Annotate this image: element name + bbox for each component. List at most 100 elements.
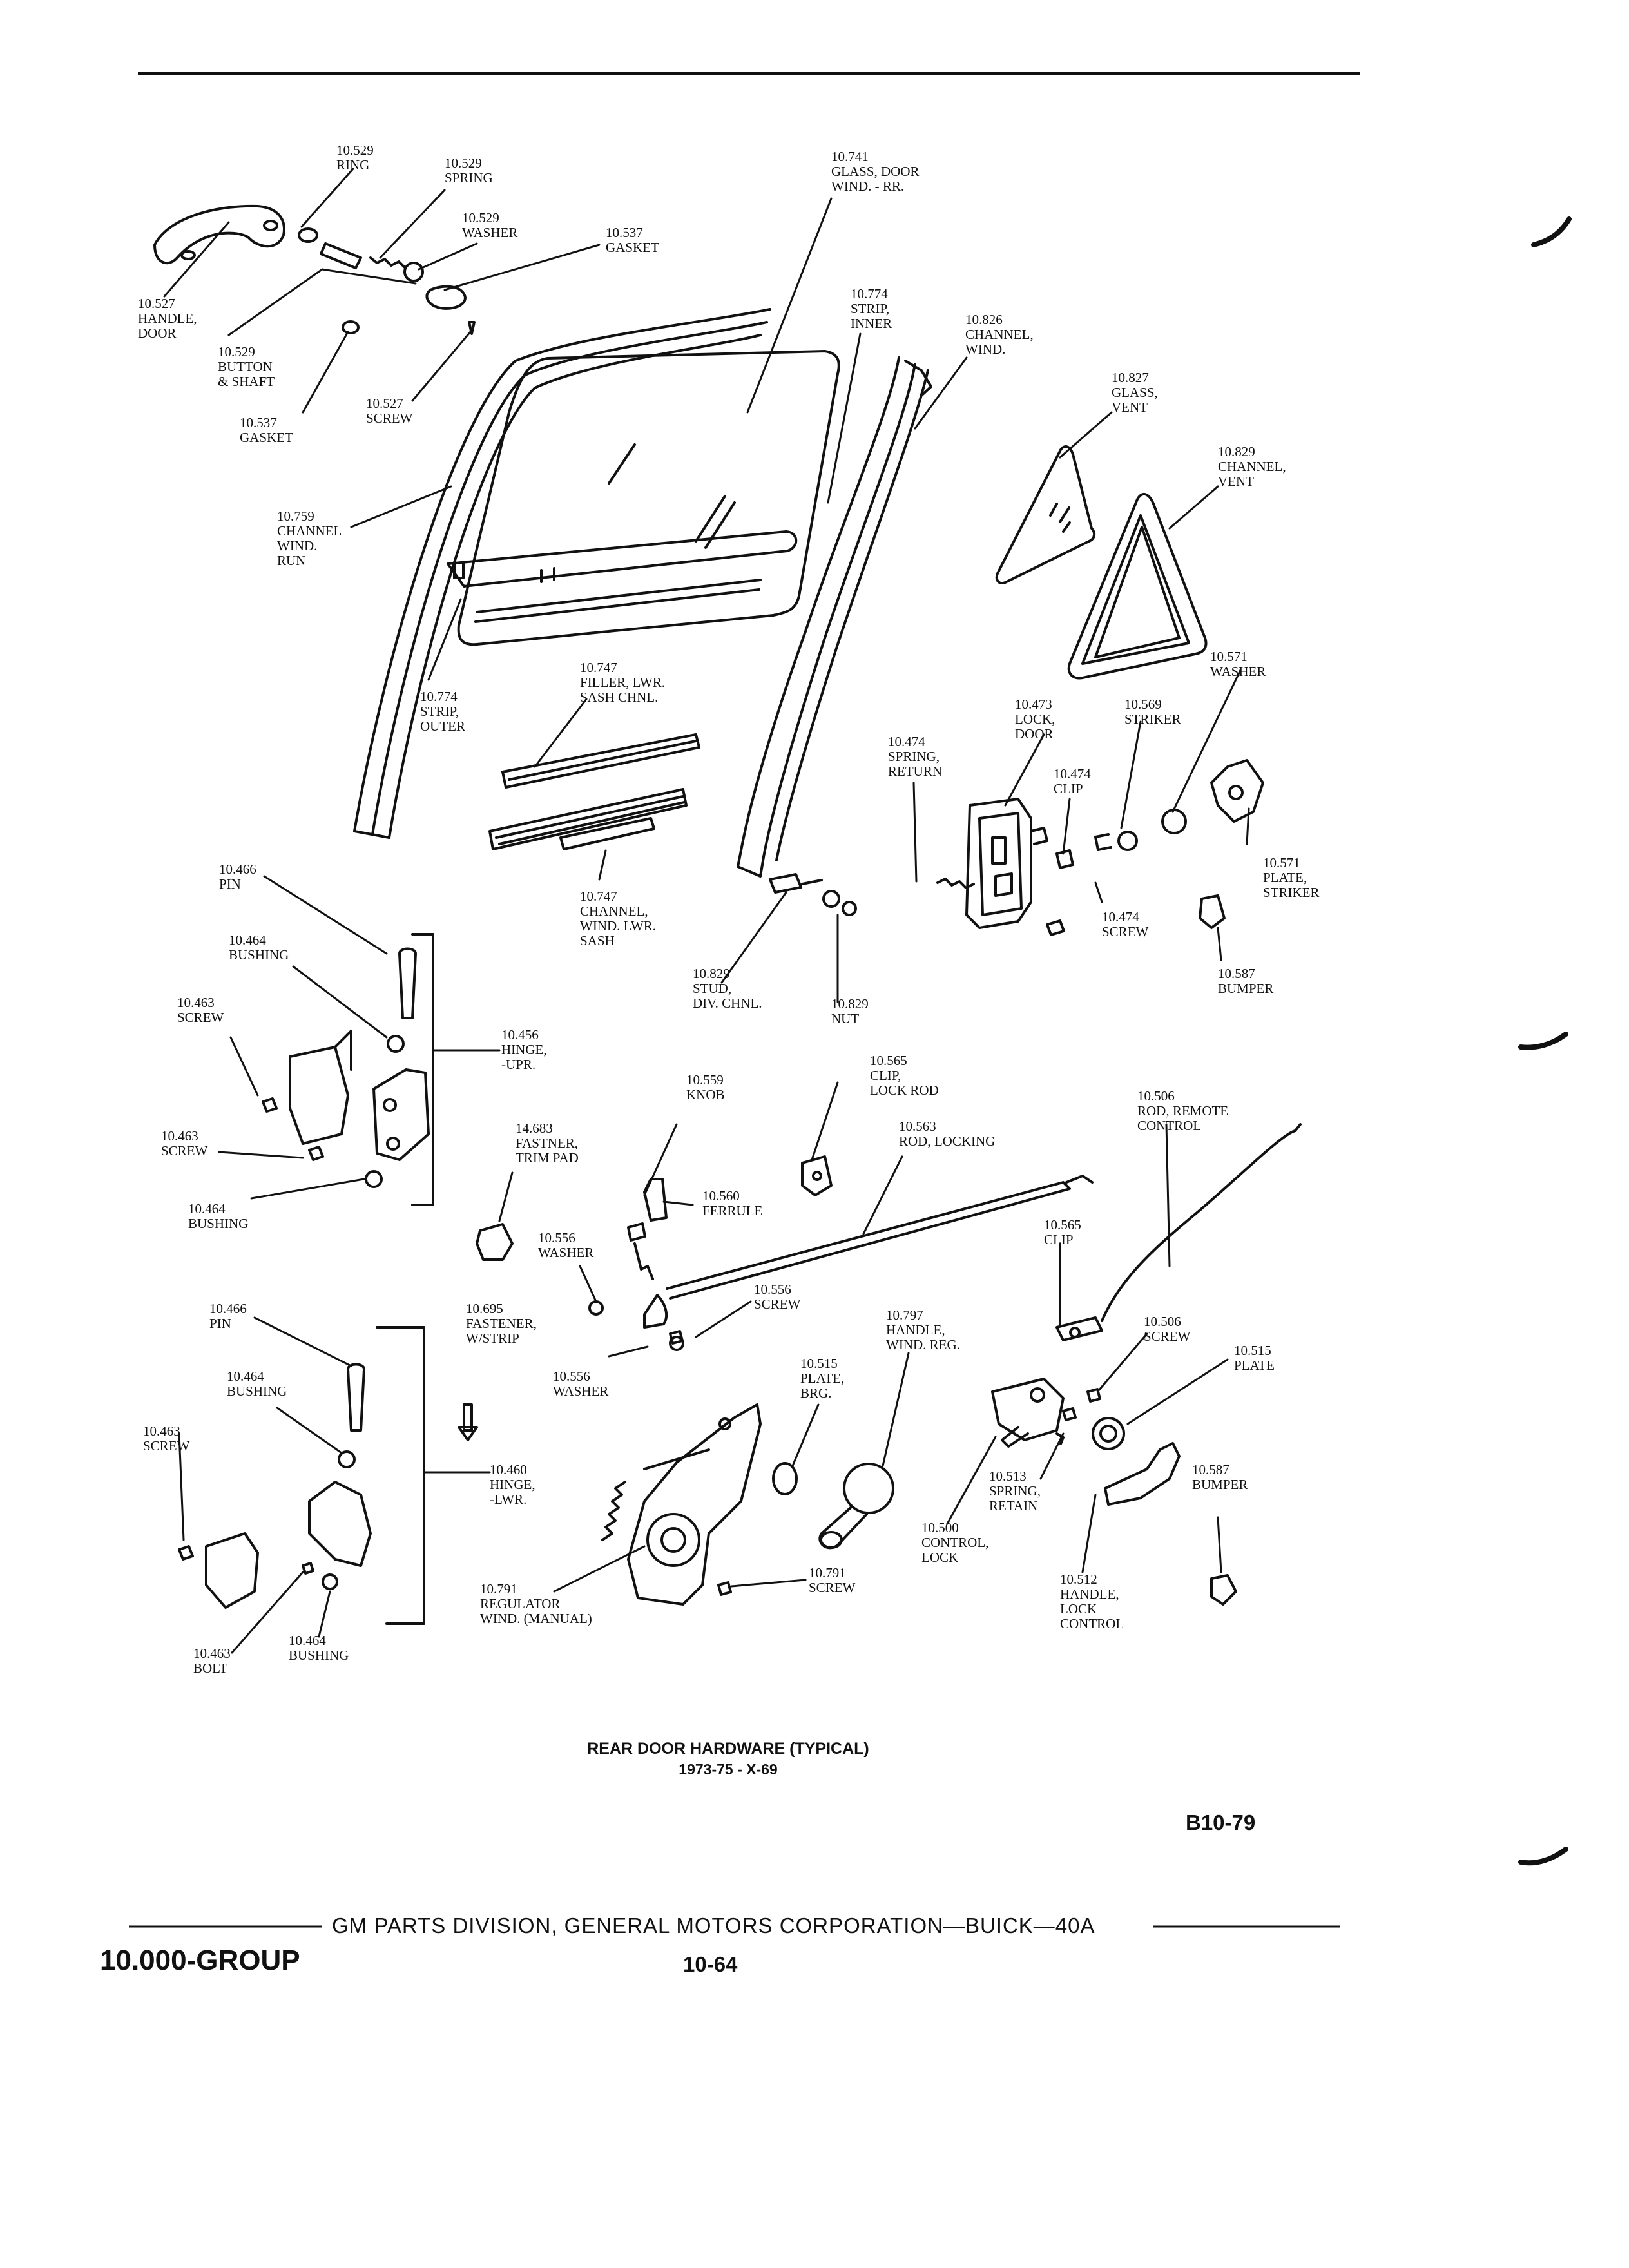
part-number: 10.774: [420, 689, 458, 704]
window-regulator-drawing: [601, 1403, 762, 1606]
part-number: 10.829: [1218, 444, 1255, 459]
part-description: W/STRIP: [466, 1331, 519, 1346]
part-number: 10.569: [1124, 697, 1162, 712]
part-description: LOCK: [1060, 1601, 1097, 1617]
part-description: WIND. (MANUAL): [480, 1611, 592, 1626]
division-channel-drawing: [737, 356, 932, 878]
striker-drawing: [1094, 831, 1138, 851]
figure-code: B10-79: [1186, 1811, 1256, 1834]
edge-mark: [1518, 1847, 1568, 1866]
part-number: 10.529: [336, 142, 374, 158]
part-number: 14.683: [516, 1120, 553, 1136]
part-number: 10.556: [553, 1369, 590, 1384]
bearing-plate-drawing: [772, 1462, 798, 1495]
part-description: DOOR: [138, 325, 177, 341]
part-description: WIND. REG.: [886, 1337, 960, 1352]
footer-group: 10.000-GROUP: [100, 1945, 300, 1976]
lock-control-screw-drawing: [1086, 1388, 1101, 1403]
part-description: LOCK,: [1015, 711, 1055, 727]
part-description: RING: [336, 157, 370, 173]
part-description: RETAIN: [989, 1498, 1038, 1514]
part-number: 10.460: [490, 1462, 527, 1477]
part-description: GLASS,: [1112, 385, 1158, 400]
window-crank-drawing: [818, 1463, 894, 1550]
part-description: CLIP: [1054, 781, 1083, 796]
part-description: SASH CHNL.: [580, 689, 659, 705]
part-number: 10.515: [1234, 1343, 1271, 1358]
part-number: 10.464: [289, 1633, 326, 1648]
part-description: BUSHING: [227, 1383, 287, 1399]
part-description: WASHER: [462, 225, 518, 240]
part-description: WIND. LWR.: [580, 918, 656, 934]
part-number: 10.759: [277, 508, 314, 524]
part-description: LOCK: [921, 1550, 959, 1565]
part-description: HANDLE,: [1060, 1586, 1119, 1602]
edge-mark: [1531, 216, 1572, 247]
part-description: CLIP,: [870, 1068, 901, 1083]
part-description: & SHAFT: [218, 374, 275, 389]
lower-sash-channel-drawing: [488, 788, 688, 850]
part-number: 10.827: [1112, 370, 1149, 385]
part-description: PLATE,: [800, 1370, 845, 1386]
part-number: 10.747: [580, 889, 617, 904]
part-number: 10.513: [989, 1468, 1027, 1484]
part-number: 10.515: [800, 1356, 838, 1371]
sash-filler-drawing: [501, 733, 700, 789]
part-description: PLATE: [1234, 1358, 1275, 1373]
lock-control-handle-drawing: [1104, 1442, 1181, 1506]
part-description: SPRING: [445, 170, 493, 186]
part-description: WASHER: [538, 1245, 594, 1260]
part-number: 10.463: [193, 1646, 231, 1661]
part-number: 10.474: [888, 734, 925, 749]
leader-lines: [163, 168, 1250, 1654]
part-number: 10.506: [1144, 1314, 1181, 1329]
part-description: CHANNEL,: [1218, 459, 1286, 474]
lock-control-drawing: [991, 1378, 1077, 1448]
part-description: STRIP,: [851, 301, 890, 316]
part-number: 10.464: [229, 932, 266, 948]
part-number: 10.587: [1192, 1462, 1229, 1477]
part-number: 10.529: [462, 210, 499, 226]
part-description: BUSHING: [188, 1216, 249, 1231]
part-number: 10.456: [501, 1027, 539, 1043]
part-description: BUSHING: [289, 1648, 349, 1663]
part-description: SCREW: [809, 1580, 856, 1595]
part-number: 10.556: [538, 1230, 575, 1245]
part-number: 10.556: [754, 1282, 791, 1297]
part-description: STRIKER: [1263, 885, 1320, 900]
part-description: SCREW: [754, 1296, 801, 1312]
part-number: 10.791: [809, 1565, 846, 1581]
upper-hinge-drawing: [262, 933, 434, 1206]
part-description: STUD,: [693, 981, 732, 996]
part-number: 10.741: [831, 149, 869, 164]
part-description: SCREW: [366, 410, 413, 426]
part-description: STRIP,: [420, 704, 459, 719]
part-description: CHANNEL: [277, 523, 342, 539]
part-description: PIN: [209, 1316, 231, 1331]
part-description: SPRING,: [888, 749, 940, 764]
part-description: CHANNEL,: [965, 327, 1034, 342]
part-number: 10.695: [466, 1301, 503, 1316]
